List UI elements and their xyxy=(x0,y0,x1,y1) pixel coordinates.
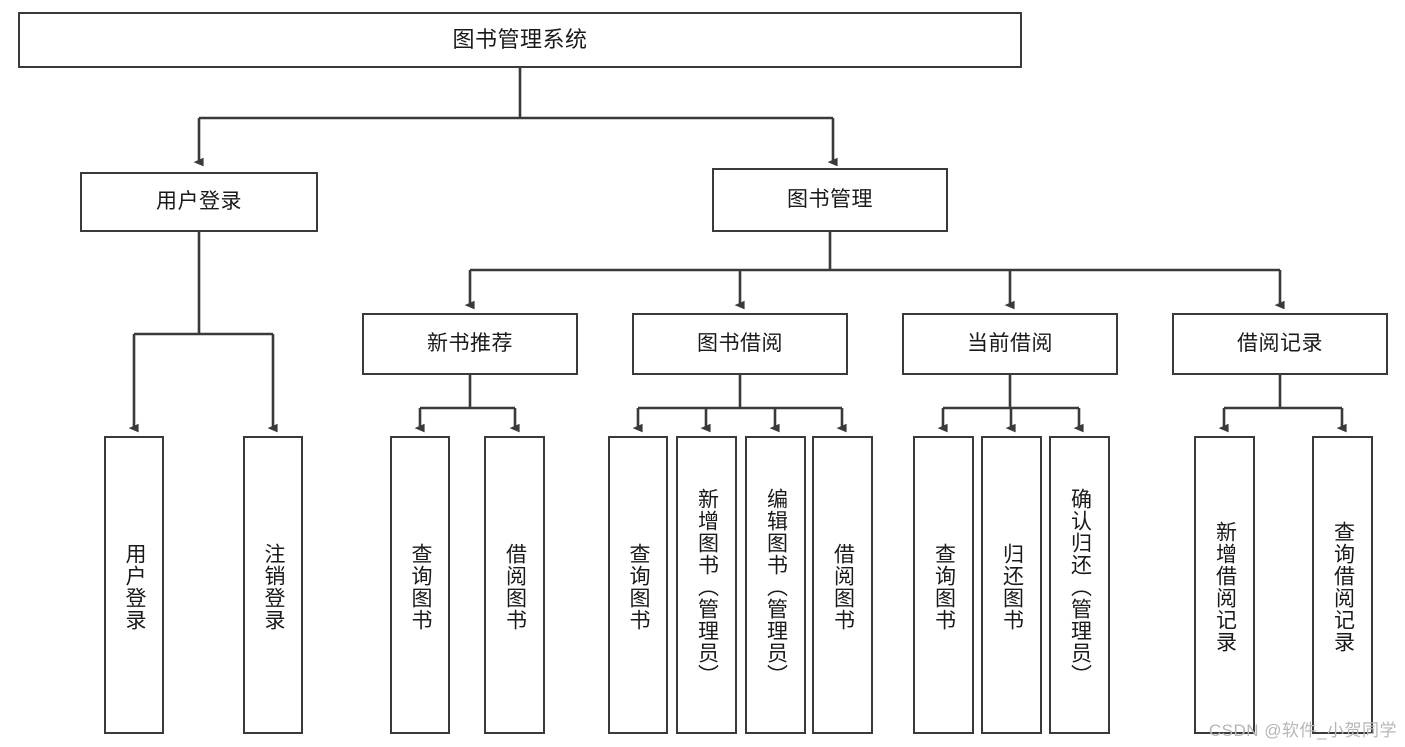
node-user-login[interactable]: 用户登录 xyxy=(80,172,318,232)
node-label: 编辑图书（管理员） xyxy=(764,488,788,686)
leaf-user-logout[interactable]: 注销登录 xyxy=(243,436,303,734)
node-label: 查询图书 xyxy=(627,543,651,631)
node-label: 新增借阅记录 xyxy=(1213,521,1237,653)
node-label: 新书推荐 xyxy=(427,331,513,355)
node-label: 查询图书 xyxy=(409,543,433,631)
node-label: 用户登录 xyxy=(156,189,242,213)
node-label: 借阅记录 xyxy=(1237,331,1323,355)
node-borrow-record[interactable]: 借阅记录 xyxy=(1172,313,1388,375)
leaf-confirm-return-admin[interactable]: 确认归还（管理员） xyxy=(1049,436,1110,734)
node-label: 用户登录 xyxy=(123,543,147,631)
leaf-query-book-recommend[interactable]: 查询图书 xyxy=(390,436,450,734)
node-label: 借阅图书 xyxy=(503,543,527,631)
node-new-book-recommend[interactable]: 新书推荐 xyxy=(362,313,578,375)
node-label: 当前借阅 xyxy=(967,331,1053,355)
node-label: 确认归还（管理员） xyxy=(1068,488,1092,686)
node-label: 图书借阅 xyxy=(697,331,783,355)
leaf-user-login[interactable]: 用户登录 xyxy=(104,436,164,734)
node-label: 图书管理系统 xyxy=(452,27,588,53)
node-label: 注销登录 xyxy=(262,543,286,631)
leaf-edit-book-admin[interactable]: 编辑图书（管理员） xyxy=(745,436,806,734)
leaf-query-book-borrow[interactable]: 查询图书 xyxy=(608,436,668,734)
node-book-management[interactable]: 图书管理 xyxy=(712,168,948,232)
node-book-borrow[interactable]: 图书借阅 xyxy=(632,313,848,375)
csdn-watermark: CSDN @软件_小贺同学 xyxy=(1208,721,1397,740)
node-label: 新增图书（管理员） xyxy=(695,488,719,686)
leaf-borrow-book[interactable]: 借阅图书 xyxy=(812,436,873,734)
leaf-add-book-admin[interactable]: 新增图书（管理员） xyxy=(676,436,737,734)
leaf-query-borrow-record[interactable]: 查询借阅记录 xyxy=(1312,436,1373,734)
leaf-return-book[interactable]: 归还图书 xyxy=(981,436,1042,734)
leaf-borrow-book-recommend[interactable]: 借阅图书 xyxy=(484,436,545,734)
leaf-query-book-current[interactable]: 查询图书 xyxy=(913,436,974,734)
node-label: 借阅图书 xyxy=(831,543,855,631)
node-current-borrow[interactable]: 当前借阅 xyxy=(902,313,1118,375)
leaf-add-borrow-record[interactable]: 新增借阅记录 xyxy=(1194,436,1255,734)
node-root-system[interactable]: 图书管理系统 xyxy=(18,12,1022,68)
node-label: 查询借阅记录 xyxy=(1331,521,1355,653)
node-label: 查询图书 xyxy=(932,543,956,631)
node-label: 归还图书 xyxy=(1000,543,1024,631)
node-label: 图书管理 xyxy=(787,187,873,211)
